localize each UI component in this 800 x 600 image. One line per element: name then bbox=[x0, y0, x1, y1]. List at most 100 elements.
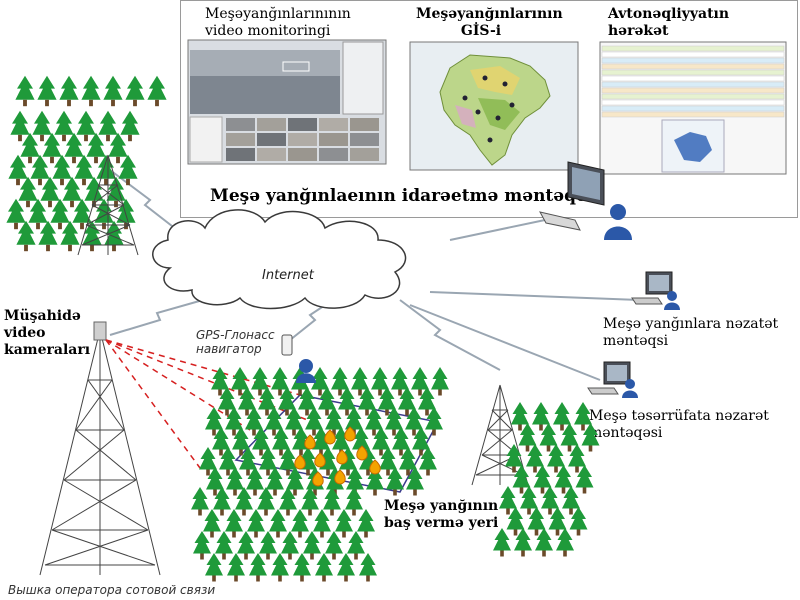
tree-icon bbox=[237, 531, 255, 560]
forest-left-top bbox=[6, 75, 167, 252]
tree-icon bbox=[325, 407, 343, 436]
tree-icon bbox=[96, 154, 116, 186]
tree-icon bbox=[147, 75, 167, 107]
tree-icon bbox=[331, 367, 349, 396]
tree-icon bbox=[518, 423, 537, 452]
tree-icon bbox=[505, 444, 523, 473]
tree-icon bbox=[569, 507, 588, 536]
fire-icon bbox=[314, 452, 326, 468]
tree-icon bbox=[257, 487, 275, 516]
tree-icon bbox=[10, 110, 30, 142]
tree-icon bbox=[193, 531, 211, 560]
tree-icon bbox=[318, 387, 336, 416]
tree-icon bbox=[82, 220, 102, 252]
tree-icon bbox=[225, 407, 243, 436]
fire-icon bbox=[344, 426, 356, 442]
tree-icon bbox=[251, 367, 269, 396]
forestry-control-station-label: Meşə təsərrüfata nəzarət məntəqəsi bbox=[589, 408, 769, 441]
big-cell-tower bbox=[39, 321, 161, 576]
tree-icon bbox=[272, 427, 290, 456]
tree-icon bbox=[64, 132, 84, 164]
tree-icon bbox=[74, 154, 94, 186]
tree-icon bbox=[385, 407, 403, 436]
tree-icon bbox=[279, 447, 297, 476]
tree-icon bbox=[54, 110, 74, 142]
fire-icon bbox=[304, 434, 316, 450]
tree-icon bbox=[269, 509, 287, 538]
tree-icon bbox=[359, 553, 377, 582]
tree-icon bbox=[425, 407, 443, 436]
tree-icon bbox=[203, 509, 221, 538]
tree-icon bbox=[298, 387, 316, 416]
tree-icon bbox=[412, 427, 430, 456]
tree-icon bbox=[62, 176, 82, 208]
tree-icon bbox=[281, 531, 299, 560]
gps-user-icon bbox=[281, 334, 316, 383]
tree-icon bbox=[371, 367, 389, 396]
tree-icon bbox=[398, 387, 416, 416]
tree-icon bbox=[299, 447, 317, 476]
tree-icon bbox=[345, 407, 363, 436]
tree-icon bbox=[532, 402, 550, 431]
tree-icon bbox=[553, 402, 571, 431]
tree-icon bbox=[259, 447, 277, 476]
tree-icon bbox=[326, 467, 344, 496]
tree-icon bbox=[359, 447, 377, 476]
tree-icon bbox=[59, 75, 79, 107]
tree-icon bbox=[575, 465, 594, 494]
tree-icon bbox=[386, 467, 404, 496]
tree-icon bbox=[104, 220, 124, 252]
tree-icon bbox=[199, 447, 217, 476]
tree-icon bbox=[42, 132, 62, 164]
fire-control-station-label: Meşə yanğınlara nəzatət məntəqsi bbox=[603, 316, 779, 349]
small-cell-tower-top bbox=[77, 154, 139, 256]
tree-icon bbox=[539, 423, 558, 452]
tree-icon bbox=[52, 154, 72, 186]
tree-icon bbox=[291, 509, 309, 538]
tree-icon bbox=[239, 447, 257, 476]
fire-zone bbox=[234, 394, 440, 493]
tree-icon bbox=[535, 528, 553, 557]
tree-icon bbox=[352, 427, 370, 456]
tree-icon bbox=[259, 531, 277, 560]
tree-icon bbox=[265, 407, 283, 436]
tree-icon bbox=[392, 427, 410, 456]
tree-icon bbox=[431, 367, 449, 396]
tree-icon bbox=[98, 110, 118, 142]
tree-icon bbox=[213, 487, 231, 516]
right-cell-tower bbox=[471, 384, 529, 486]
tree-icon bbox=[547, 444, 565, 473]
tree-icon bbox=[86, 132, 106, 164]
forest-right bbox=[493, 402, 600, 557]
tree-icon bbox=[520, 486, 538, 515]
tree-icon bbox=[399, 447, 417, 476]
tree-icon bbox=[311, 367, 329, 396]
tree-icon bbox=[548, 507, 567, 536]
tree-icon bbox=[76, 110, 96, 142]
tree-icon bbox=[315, 553, 333, 582]
tree-icon bbox=[219, 447, 237, 476]
tree-icon bbox=[215, 531, 233, 560]
tree-icon bbox=[411, 367, 429, 396]
tree-icon bbox=[125, 75, 145, 107]
fire-icon bbox=[312, 471, 324, 487]
tree-icon bbox=[16, 220, 36, 252]
tree-icon bbox=[347, 531, 365, 560]
fire-icon bbox=[324, 429, 336, 445]
tree-icon bbox=[556, 528, 574, 557]
tree-icon bbox=[38, 220, 58, 252]
gis-screen-title: Meşəyanğınlarının GİS-i bbox=[416, 6, 563, 39]
tree-icon bbox=[206, 467, 224, 496]
tree-icon bbox=[120, 110, 140, 142]
video-monitoring-screen-title: Meşəyanğınlarınının video monitoringi bbox=[205, 6, 351, 39]
tree-icon bbox=[419, 447, 437, 476]
tree-icon bbox=[211, 367, 229, 396]
tree-icon bbox=[313, 509, 331, 538]
tree-icon bbox=[406, 467, 424, 496]
fire-icon bbox=[334, 469, 346, 485]
tree-icon bbox=[319, 447, 337, 476]
tree-icon bbox=[372, 427, 390, 456]
cameras-label: Müşahidə video kameraları bbox=[4, 308, 91, 358]
tree-icon bbox=[533, 465, 552, 494]
tree-icon bbox=[286, 467, 304, 496]
